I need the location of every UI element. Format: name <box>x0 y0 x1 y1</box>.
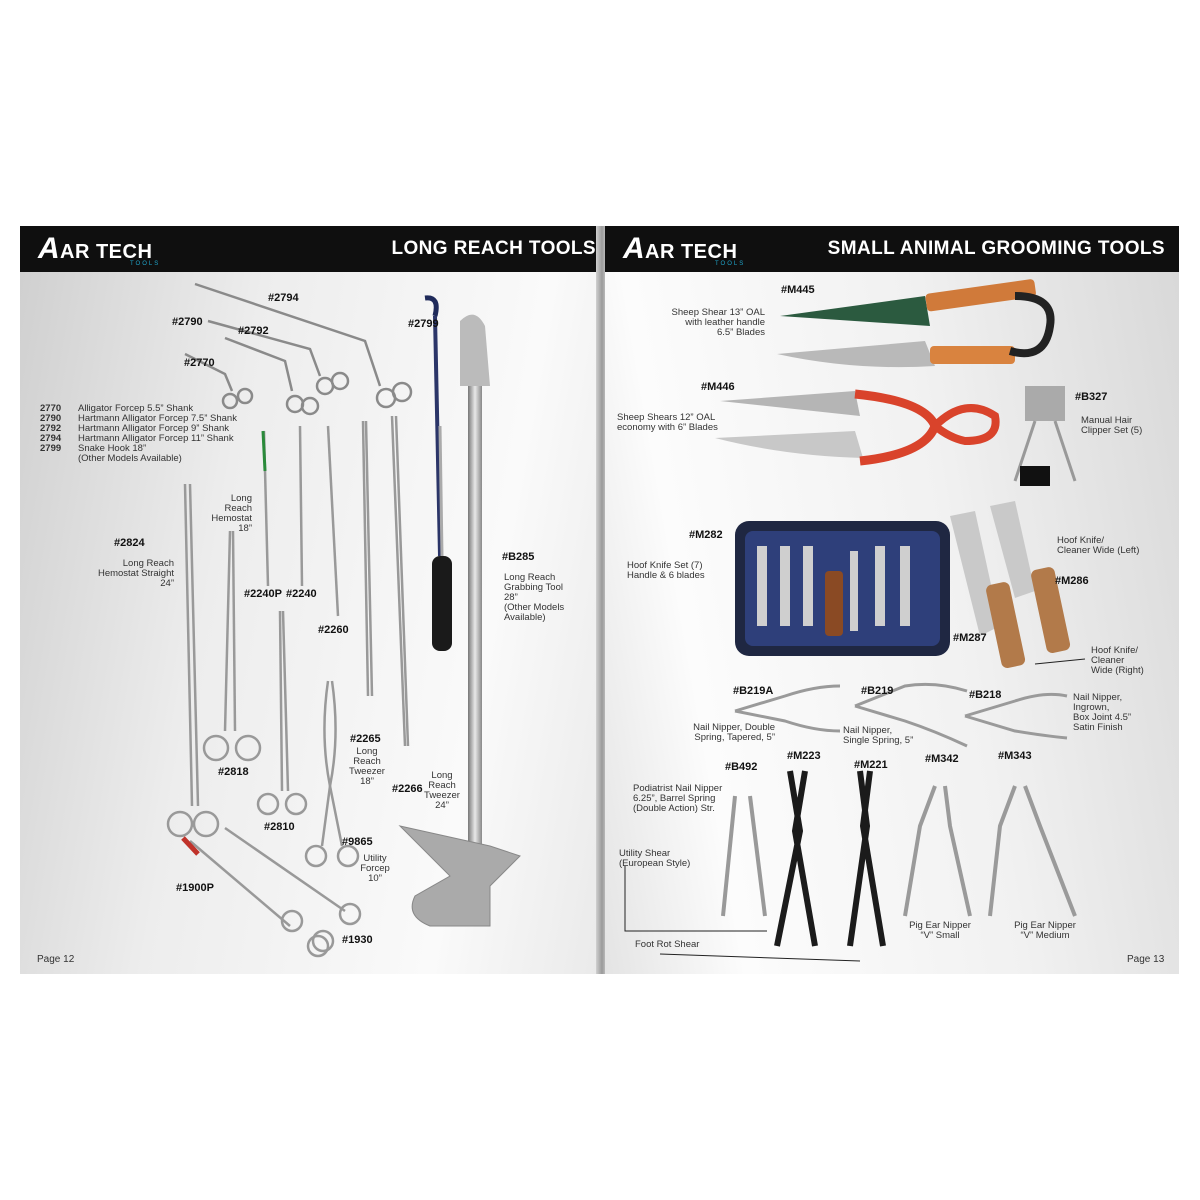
sheep-shear-leather-image <box>780 296 930 326</box>
section-title: LONG REACH TOOLS <box>391 238 596 259</box>
right-page: A AR TECH TOOLS SMALL ANIMAL GROOMING TO… <box>605 226 1179 974</box>
code-2792: #2792 <box>238 325 269 337</box>
grabbing-tool-shaft <box>468 326 482 926</box>
code-B492: #B492 <box>725 761 758 773</box>
podiatrist-nipper-image <box>721 795 767 917</box>
code-2790: #2790 <box>172 316 203 328</box>
code-2770: #2770 <box>184 357 215 369</box>
code-2824: #2824 <box>114 537 145 549</box>
snake-hook-shaft <box>433 315 442 557</box>
code-M223: #M223 <box>787 750 821 762</box>
code-M446: #M446 <box>701 381 735 393</box>
code-2240P: #2240P <box>244 588 282 600</box>
right-header: A AR TECH TOOLS SMALL ANIMAL GROOMING TO… <box>605 226 1179 272</box>
sheep-shear-economy-image <box>720 391 860 416</box>
logo-name: AR TECH <box>60 241 153 263</box>
code-2266: #2266 <box>392 783 423 795</box>
code-2794: #2794 <box>268 292 299 304</box>
logo-mark: A <box>38 232 60 265</box>
code-2799: #2799 <box>408 318 439 330</box>
page-number: Page 13 <box>1127 954 1165 965</box>
hoof-knife-arrow <box>1034 658 1086 665</box>
foot-rot-shear-image <box>847 770 886 947</box>
logo-sub: TOOLS <box>715 261 746 267</box>
code-B327: #B327 <box>1075 391 1108 403</box>
code-M445: #M445 <box>781 284 815 296</box>
code-M282: #M282 <box>689 529 723 541</box>
pig-ear-nippers-image <box>903 785 1077 917</box>
utility-shear-image <box>774 770 818 947</box>
label-hoof-knife-set: Hoof Knife Set (7)Handle & 6 blades <box>627 560 705 581</box>
utility-shear-arrow <box>624 866 767 932</box>
code-B219A: #B219A <box>733 685 774 697</box>
left-tools-illustration <box>166 282 521 958</box>
code-1900P: #1900P <box>176 882 214 894</box>
code-2260: #2260 <box>318 624 349 636</box>
label-utility-shear: Utility Shear(European Style) <box>619 848 691 869</box>
snake-hook-tip <box>424 295 439 317</box>
code-M343: #M343 <box>998 750 1032 762</box>
code-2265: #2265 <box>350 733 381 745</box>
logo-sub: TOOLS <box>130 261 161 267</box>
left-page: A AR TECH TOOLS LONG REACH TOOLS <box>20 226 610 974</box>
hoof-knife-right-image <box>950 511 1000 636</box>
code-1930: #1930 <box>342 934 373 946</box>
code-2240: #2240 <box>286 588 317 600</box>
snake-hook-handle <box>432 556 452 651</box>
label-nail-nipper-ingrown: Nail Nipper,Ingrown,Box Joint 4.5”Satin … <box>1073 692 1132 733</box>
code-9865: #9865 <box>342 836 373 848</box>
code-B219: #B219 <box>861 685 894 697</box>
code-2810: #2810 <box>264 821 295 833</box>
section-title: SMALL ANIMAL GROOMING TOOLS <box>827 238 1165 259</box>
code-M342: #M342 <box>925 753 959 765</box>
label-nail-nipper-single: Nail Nipper,Single Spring, 5” <box>843 725 914 746</box>
grabbing-tool-handle <box>398 825 521 927</box>
hoof-knife-left-image <box>990 501 1035 598</box>
nail-nippers-image <box>734 682 1068 748</box>
right-tools-illustration <box>624 279 1086 962</box>
label-foot-rot-shear: Foot Rot Shear <box>635 939 700 950</box>
code-M286: #M286 <box>1055 575 1089 587</box>
foot-rot-arrow <box>659 953 861 962</box>
alligator-forceps-image <box>184 282 413 416</box>
hair-clipper-image <box>1025 386 1065 421</box>
code-M221: #M221 <box>854 759 888 771</box>
code-B285: #B285 <box>502 551 535 563</box>
legend-note: (Other Models Available) <box>78 453 182 464</box>
logo-mark: A <box>623 232 645 265</box>
page-number: Page 12 <box>37 954 75 965</box>
label-pig-ear-small: Pig Ear Nipper“V” Small <box>909 920 971 941</box>
left-header: A AR TECH TOOLS LONG REACH TOOLS <box>20 226 610 272</box>
label-pig-ear-medium: Pig Ear Nipper“V” Medium <box>1014 920 1076 941</box>
label-hoof-knife-left: Hoof Knife/Cleaner Wide (Left) <box>1057 535 1140 556</box>
hemostats-image <box>166 415 410 958</box>
code-M287: #M287 <box>953 632 987 644</box>
logo-name: AR TECH <box>645 241 738 263</box>
code-2818: #2818 <box>218 766 249 778</box>
code-B218: #B218 <box>969 689 1002 701</box>
